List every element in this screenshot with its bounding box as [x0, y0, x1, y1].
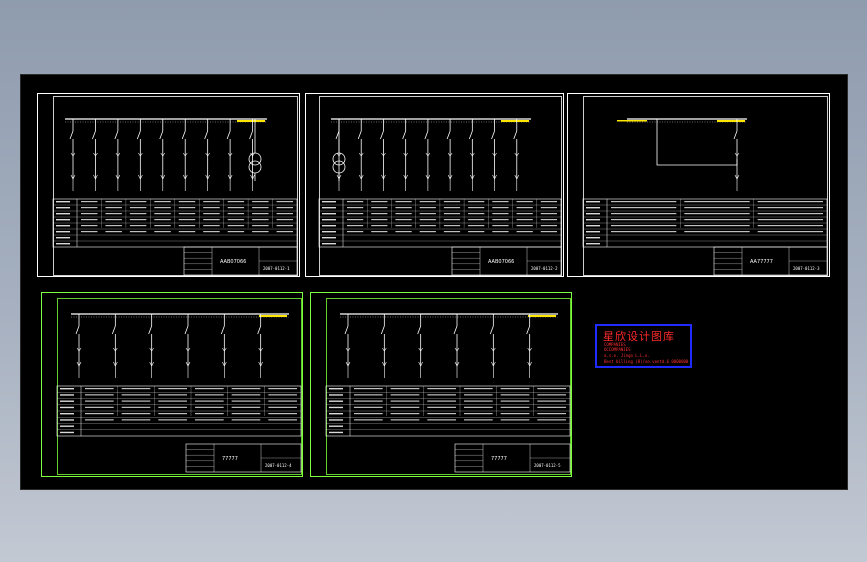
feeder-circuit — [75, 314, 82, 378]
sheet-canvas: 77777 2007-0112-5 — [310, 292, 572, 477]
feeder-circuit — [491, 119, 497, 191]
feeder-circuit — [380, 119, 386, 191]
feeder-circuit — [148, 314, 154, 378]
feeder-circuit — [513, 119, 520, 191]
sheet-outer-frame — [37, 93, 300, 277]
bus-label — [717, 120, 745, 122]
logo-line-1: COMPANIES — [604, 342, 626, 347]
logo-line-4: Best billing (8)/xo.ventd.6 0000000 — [604, 359, 689, 364]
feeder-circuit — [357, 119, 364, 191]
feeder-circuit — [446, 119, 453, 191]
feeder-circuit — [92, 119, 98, 191]
sheet-inner-frame — [326, 298, 571, 475]
drawing-sheet-5[interactable]: 77777 2007-0112-5 — [310, 292, 572, 477]
feeder-circuit — [380, 314, 387, 378]
feeder-circuit — [69, 119, 76, 191]
sheet-outer-frame — [41, 292, 303, 477]
sheet-canvas: AAB07066 2007-0112-1 — [37, 93, 300, 277]
feeder-circuit — [417, 314, 423, 378]
feeder-circuit — [402, 119, 408, 191]
feeder-circuit — [344, 314, 351, 378]
feeder-circuit — [468, 119, 475, 191]
drawing-number: 2007-0112-2 — [531, 266, 558, 271]
sheet-inner-frame — [319, 96, 562, 276]
title-code: AA77777 — [750, 259, 773, 265]
drawing-sheet-3[interactable]: AA77777 2007-0112-3 — [567, 93, 830, 277]
cable-label — [617, 120, 647, 122]
sheet-inner-frame — [57, 298, 302, 475]
circuit-data-table — [325, 385, 571, 437]
incoming-cable — [656, 119, 738, 166]
sheet-canvas: AA77777 2007-0112-3 — [567, 93, 830, 277]
sheet-canvas: 77777 2007-0112-4 — [41, 292, 303, 477]
sheet-canvas: AAB07066 2007-0112-2 — [305, 93, 564, 277]
title-block: AA77777 2007-0112-3 — [713, 246, 828, 276]
title-code: AAB07066 — [488, 259, 514, 265]
title-block: AAB07066 2007-0112-2 — [451, 246, 562, 276]
circuit-data-table — [582, 198, 828, 248]
drawing-number: 2007-0112-3 — [793, 266, 820, 271]
feeder-circuit — [204, 119, 210, 191]
feeder-circuit — [335, 119, 342, 191]
feeder-circuit — [181, 119, 188, 191]
circuit-data-table — [52, 198, 298, 248]
watermark-logo: 星欣设计图库 COMPANIES OCCOMPANIES a.s.e. Jing… — [595, 324, 692, 368]
bus-label — [501, 120, 529, 122]
drawing-number: 2007-0112-1 — [263, 266, 290, 271]
drawing-number: 2007-0112-5 — [534, 463, 561, 468]
feeder-circuit — [184, 314, 191, 378]
logo-line-3: a.s.e. Jingo L.L.o. — [604, 353, 650, 358]
transformer-symbol — [332, 119, 346, 181]
feeder-circuit — [136, 119, 143, 191]
circuit-data-table — [56, 385, 302, 437]
bus-label — [259, 315, 287, 317]
feeder-circuit — [453, 314, 460, 378]
feeder-circuit — [489, 314, 496, 378]
title-block: 77777 2007-0112-4 — [185, 443, 302, 473]
bus-label — [528, 315, 556, 317]
title-code: 77777 — [491, 456, 507, 462]
feeder-circuit — [733, 119, 740, 191]
feeder-circuit — [226, 119, 233, 191]
sheet-inner-frame — [583, 96, 828, 276]
feeder-circuit — [424, 119, 431, 191]
sheet-outer-frame — [305, 93, 564, 277]
drawing-sheet-1[interactable]: AAB07066 2007-0112-1 — [37, 93, 300, 277]
title-block: 77777 2007-0112-5 — [454, 443, 571, 473]
logo-title: 星欣设计图库 — [603, 330, 675, 343]
feeder-circuit — [220, 314, 227, 378]
transformer-symbol — [248, 119, 262, 181]
feeder-circuit — [111, 314, 118, 378]
drawing-sheet-4[interactable]: 77777 2007-0112-4 — [41, 292, 303, 477]
feeder-circuit — [526, 314, 532, 378]
circuit-data-table — [318, 198, 562, 248]
feeder-circuit — [257, 314, 263, 378]
sheet-outer-frame — [567, 93, 830, 277]
bus-label — [237, 120, 265, 122]
logo-line-2: OCCOMPANIES — [604, 347, 631, 352]
sheet-outer-frame — [310, 292, 572, 477]
drawing-number: 2007-0112-4 — [265, 463, 292, 468]
feeder-circuit — [159, 119, 166, 191]
sheet-inner-frame — [53, 96, 298, 276]
title-code: AAB07066 — [220, 259, 246, 265]
title-code: 77777 — [222, 456, 238, 462]
drawing-sheet-2[interactable]: AAB07066 2007-0112-2 — [305, 93, 564, 277]
feeder-circuit — [114, 119, 121, 191]
title-block: AAB07066 2007-0112-1 — [183, 246, 298, 276]
